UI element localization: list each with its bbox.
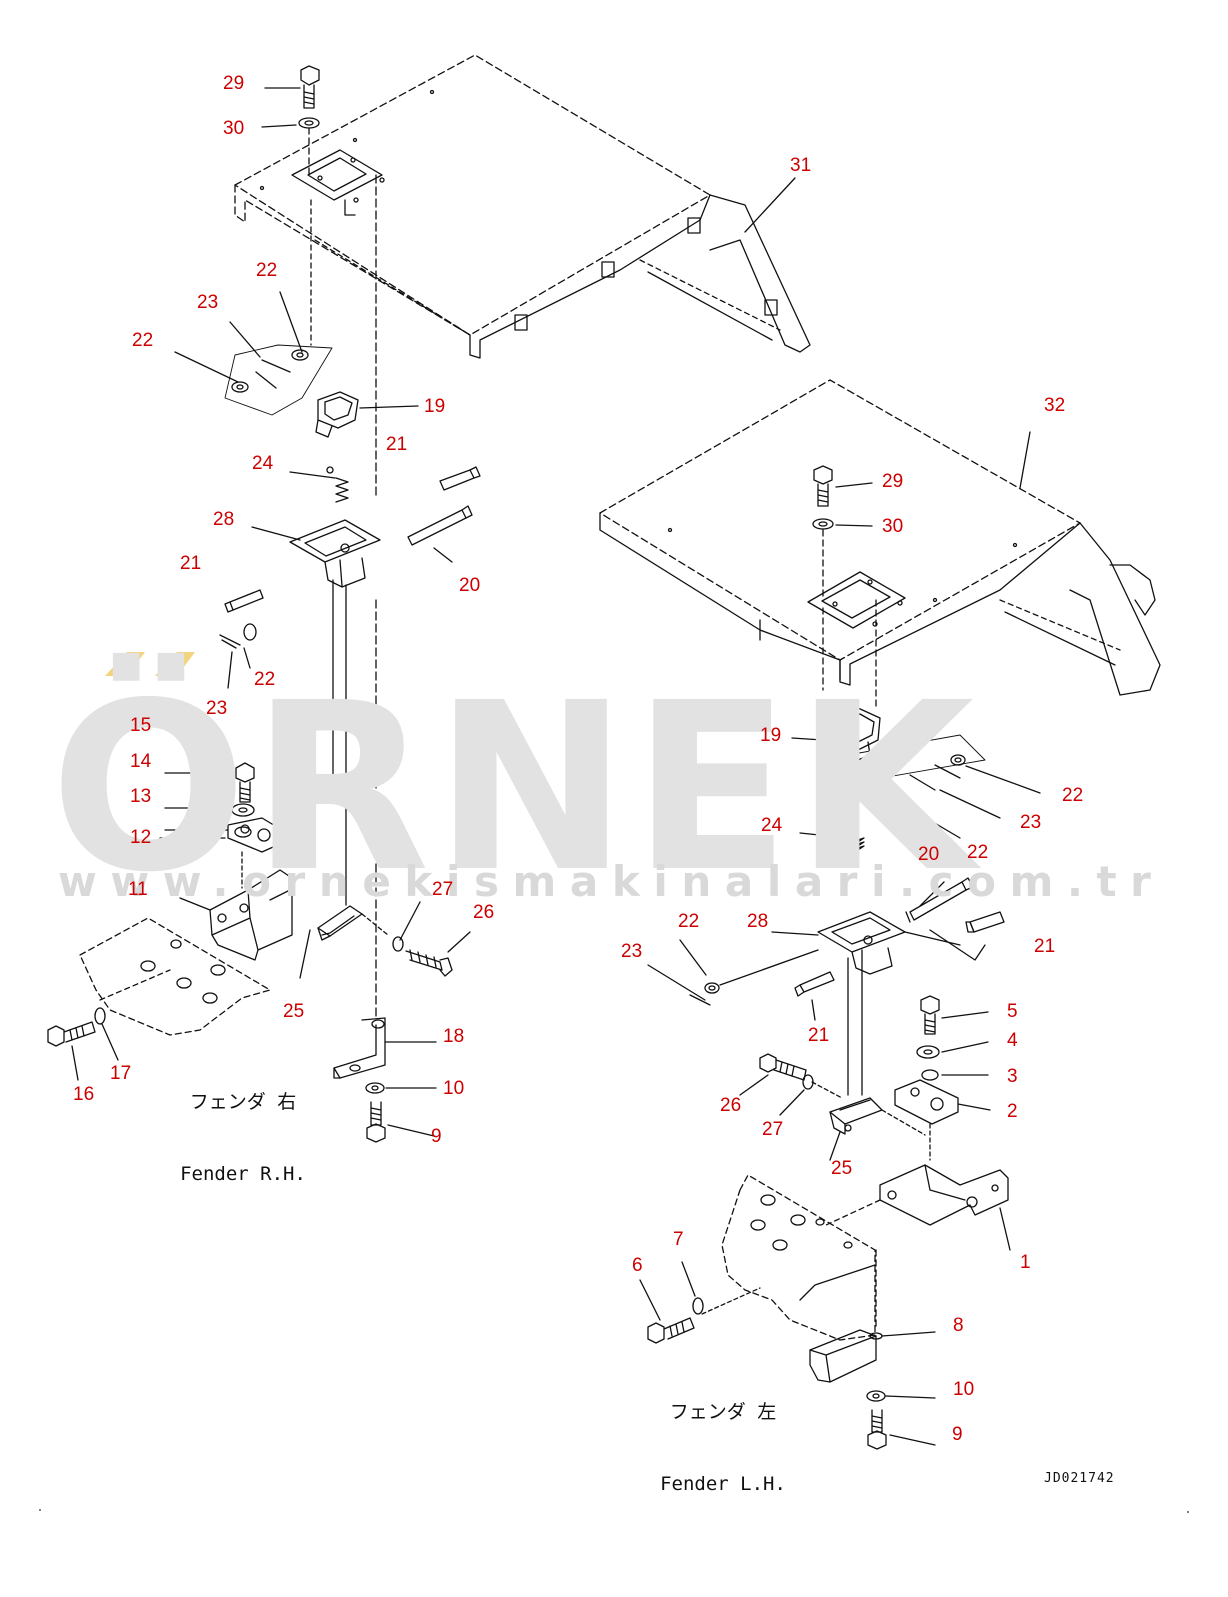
callout-14-rh: 14 [130,751,152,772]
callout-9-lh: 9 [952,1424,963,1445]
callout-24-rh: 24 [252,453,274,474]
bracket-25-lh [829,1097,883,1135]
callout-20-lh: 20 [918,844,940,865]
callout-27-rh: 27 [432,879,454,900]
bolt-29-rh [300,65,320,109]
drawing-id: JD021742 [1044,1471,1115,1486]
callout-23-lh-b: 23 [621,941,643,962]
callout-26-rh: 26 [473,902,495,923]
fender-rh-english: Fender R.H. [180,1163,306,1185]
fender-rh-outline [79,917,271,1036]
callout-31: 31 [790,155,812,176]
fender-lh-outline [721,1174,881,1341]
canopy-rh [234,54,811,359]
callout-29-rh: 29 [223,73,245,94]
bracket-18-rh [333,1017,386,1079]
fender-lh-label: フェンダ 左 Fender L.H. [648,1352,798,1520]
callout-30-rh: 30 [223,118,245,139]
callout-8-lh: 8 [953,1315,964,1336]
fender-rh-japanese: フェンダ 右 [189,1091,297,1113]
fender-rh-label: フェンダ 右 Fender R.H. [168,1042,318,1210]
callout-23-rh-a: 23 [197,292,219,313]
callout-28-lh: 28 [747,911,769,932]
canopy-lh [599,379,1161,696]
watermark-accent-marks [105,652,195,676]
callout-7-lh: 7 [673,1229,684,1250]
callout-25-rh: 25 [283,1001,305,1022]
callout-23-rh-b: 23 [206,698,228,719]
callout-21-rh-b: 21 [180,553,202,574]
latch-19-rh [315,391,359,438]
callout-19-lh: 19 [760,725,782,746]
callout-4-lh: 4 [1007,1030,1018,1051]
callout-28-rh: 28 [213,509,235,530]
callout-3-lh: 3 [1007,1066,1018,1087]
callout-22-lh-a: 22 [1062,785,1084,806]
latch-19-lh [837,707,881,761]
callout-30-lh: 30 [882,516,904,537]
callout-15-rh: 15 [130,715,152,736]
watermark-brand: ÖRNEK [50,653,979,923]
callout-23-lh-a: 23 [1020,812,1042,833]
callout-26-lh: 26 [720,1095,742,1116]
callout-29-lh: 29 [882,471,904,492]
callout-22-lh-b: 22 [967,842,989,863]
callout-9-rh: 9 [431,1126,442,1147]
callout-13-rh: 13 [130,786,152,807]
callout-17-rh: 17 [110,1063,132,1084]
fender-lh-japanese: フェンダ 左 [669,1401,777,1423]
callout-24-lh: 24 [761,815,783,836]
callout-22-rh-c: 22 [254,669,276,690]
callout-12-rh: 12 [130,827,152,848]
callout-21-lh-a: 21 [1034,936,1056,957]
bracket-28-lh [817,911,906,1096]
callout-21-rh-a: 21 [386,434,408,455]
callout-2-lh: 2 [1007,1101,1018,1122]
bracket-1-lh [879,1164,1009,1226]
bracket-11-rh [209,869,293,961]
callout-11-rh: 11 [128,879,148,900]
callout-10-rh: 10 [443,1078,465,1099]
callout-22-rh-b: 22 [132,330,154,351]
callout-22-rh-a: 22 [256,260,278,281]
callout-22-lh-c: 22 [678,911,700,932]
callout-6-lh: 6 [632,1255,643,1276]
watermark-url: www.ornekismakinalari.com.tr [58,857,1165,906]
guard-8-lh [809,1329,877,1383]
fender-lh-english: Fender L.H. [660,1473,786,1495]
callout-32: 32 [1044,395,1066,416]
callout-20-rh: 20 [459,575,481,596]
callout-21-lh-b: 21 [808,1025,830,1046]
callout-10-lh: 10 [953,1379,975,1400]
callout-16-rh: 16 [73,1084,95,1105]
callout-27-lh: 27 [762,1119,784,1140]
callout-18-rh: 18 [443,1026,465,1047]
callout-19-rh: 19 [424,396,446,417]
callout-25-lh: 25 [831,1158,853,1179]
bracket-28-rh [289,519,381,588]
callout-5-lh: 5 [1007,1001,1018,1022]
callout-1-lh: 1 [1020,1252,1031,1273]
